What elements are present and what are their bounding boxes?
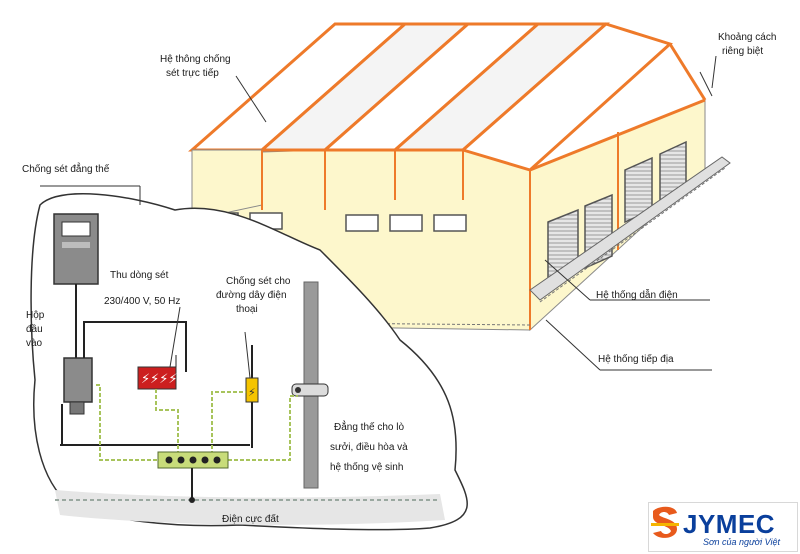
svg-text:⚡: ⚡ — [248, 386, 256, 399]
window-4 — [389, 214, 423, 232]
label-lightning-system-2: sét trực tiếp — [166, 67, 219, 79]
label-bonding-1: Đẳng thế cho lò — [334, 420, 404, 433]
window-3 — [345, 214, 379, 232]
meter-box — [53, 213, 99, 285]
label-input-3: vào — [26, 338, 43, 349]
brand-logo-icon — [651, 506, 679, 538]
label-equipotential: Chống sét đẳng thế — [22, 162, 110, 175]
label-input-2: đầu — [26, 323, 43, 335]
label-lightning-system-1: Hệ thông chống — [160, 53, 231, 65]
phone-arrester — [245, 377, 259, 403]
label-phone-2: đường dây điện — [216, 290, 287, 301]
label-bonding-3: hệ thống vệ sinh — [330, 461, 403, 473]
label-ground-electrode: Điện cực đất — [222, 513, 279, 525]
label-phone-1: Chống sét cho — [226, 275, 291, 287]
window-5 — [433, 214, 467, 232]
label-earthing: Hệ thống tiếp địa — [598, 353, 674, 365]
label-surge-2: 230/400 V, 50 Hz — [104, 296, 180, 307]
label-separation-1: Khoảng cách — [718, 32, 776, 43]
label-conductor: Hệ thống dẫn điện — [596, 288, 678, 301]
label-bonding-2: sưởi, điều hòa và — [330, 441, 408, 453]
leader-lines — [40, 55, 717, 379]
brand-logo: JYMEC Sơn của người Việt — [648, 502, 798, 552]
label-surge-1: Thu dòng sét — [110, 270, 169, 281]
input-box — [63, 357, 93, 403]
loading-ramp — [529, 156, 731, 301]
brand-name: JYMEC — [683, 509, 776, 539]
label-input-1: Hộp — [26, 310, 45, 321]
brand-slogan: Sơn của người Việt — [703, 537, 780, 547]
label-separation-2: riêng biệt — [722, 46, 763, 57]
svg-text:⚡⚡⚡⚡: ⚡⚡⚡⚡ — [141, 372, 178, 387]
ground-strip — [55, 490, 445, 525]
label-phone-3: thoại — [236, 304, 258, 315]
bonding-conductors — [96, 384, 298, 461]
